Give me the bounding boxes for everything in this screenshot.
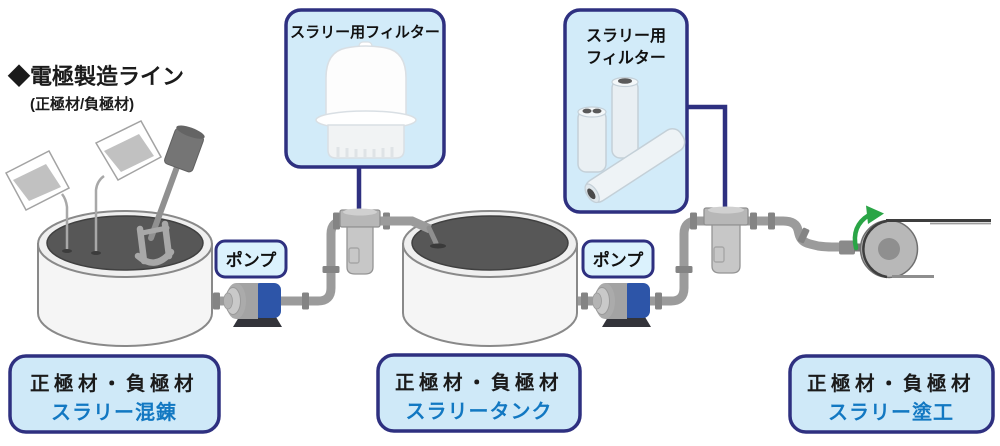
stage-label-mixing: 正極材・負極材 スラリー混錬	[8, 354, 221, 434]
cartridge-short-top	[577, 106, 607, 118]
cartridge-short	[577, 109, 607, 173]
rotation-arrowhead-icon	[866, 205, 884, 224]
web-wrap-arc	[862, 219, 888, 279]
mixer	[134, 125, 205, 266]
pump1-label-box: ポンプ	[214, 239, 288, 279]
inline-filter-housing-2	[703, 206, 749, 274]
capsule-filter-image	[315, 41, 417, 159]
stage-label-coating: 正極材・負極材 スラリー塗工	[788, 354, 995, 434]
stage2-process: スラリータンク	[406, 400, 553, 423]
callout-slurry-filter-2: スラリー用 フィルター	[563, 8, 689, 214]
filter2-bowl	[711, 224, 741, 274]
pump1-motor-blue	[253, 283, 281, 318]
callout1-label: スラリー用フィルター	[290, 24, 440, 41]
rotation-arrow-icon	[852, 212, 872, 251]
cartridge-short-cap1	[582, 108, 592, 114]
filter1-bowl	[346, 226, 374, 275]
filter2-cap-top	[708, 206, 744, 214]
coating-roll-assembly	[839, 205, 991, 279]
pump1-label: ポンプ	[226, 250, 277, 270]
pump1-label-frame	[214, 239, 288, 279]
capsule-dome	[325, 45, 407, 119]
callout2-connector-line	[686, 104, 728, 212]
stage3-material: 正極材・負極材	[807, 372, 975, 395]
cartridge-filters-image	[577, 76, 686, 204]
mixer-motor	[164, 125, 205, 173]
tank1-slurry	[46, 215, 204, 271]
mixer-shaft	[148, 164, 180, 241]
cartridge-tall	[611, 79, 639, 159]
stage1-frame	[8, 354, 221, 434]
pump1-hub	[223, 292, 233, 310]
filter2-label-plate	[713, 246, 725, 263]
beaker2-contents	[104, 134, 154, 172]
pump2-label-frame	[581, 239, 655, 279]
beaker1-contents	[13, 164, 61, 201]
inline-filter-housing-1	[339, 208, 381, 275]
slurry-tank	[402, 210, 578, 347]
stage1-material: 正極材・負極材	[30, 372, 198, 395]
filter1-cap-top	[343, 208, 377, 216]
page-title: ◆電極製造ライン	[7, 64, 184, 89]
callout2-label-line1: スラリー用	[586, 27, 666, 45]
cartridge-tall-cap	[618, 78, 632, 84]
page-subtitle: (正極材/負極材)	[30, 95, 134, 113]
pump-2	[592, 283, 651, 327]
stage1-process: スラリー混錬	[51, 400, 177, 424]
capsule-ribs	[336, 147, 394, 158]
stage3-frame	[788, 354, 995, 434]
callout2-label-line2: フィルター	[586, 49, 666, 67]
stage-label-tank: 正極材・負極材 スラリータンク	[376, 353, 582, 433]
pump2-motor-blue	[622, 283, 650, 318]
cartridge-long-opening	[587, 188, 596, 200]
tank2-inflow-stream	[426, 225, 439, 246]
mixer-paddle	[134, 220, 175, 266]
pump2-hub	[592, 292, 602, 310]
stage2-frame	[376, 353, 582, 433]
beaker1-pour-stream	[61, 193, 69, 250]
beaker2-glass	[94, 120, 163, 181]
pouring-beaker-2	[91, 120, 163, 255]
pump-1	[223, 283, 282, 327]
beaker1-glass	[4, 149, 71, 212]
stage3-process: スラリー塗工	[828, 400, 954, 424]
callout-slurry-filter-1: スラリー用フィルター	[284, 8, 446, 169]
cartridge-short-cap2	[592, 108, 602, 114]
stage2-material: 正極材・負極材	[395, 371, 563, 394]
tank2-slurry	[411, 215, 569, 271]
pump1-base	[233, 317, 282, 327]
coater-nozzle	[839, 240, 855, 255]
mixer-motor-cap	[176, 125, 205, 139]
pouring-beaker-1	[4, 149, 72, 253]
pump2-label: ポンプ	[593, 250, 644, 270]
mixing-tank	[37, 210, 213, 347]
pump2-base	[602, 317, 651, 327]
cartridge-long	[584, 128, 686, 204]
filter1-label-plate	[348, 247, 360, 264]
beaker2-splash	[91, 251, 101, 255]
pump2-label-box: ポンプ	[581, 239, 655, 279]
tank2-inflow-splash	[430, 243, 446, 249]
beaker1-splash	[62, 249, 72, 253]
beaker2-pour-stream	[94, 174, 105, 252]
coating-roll-hub	[878, 238, 900, 260]
